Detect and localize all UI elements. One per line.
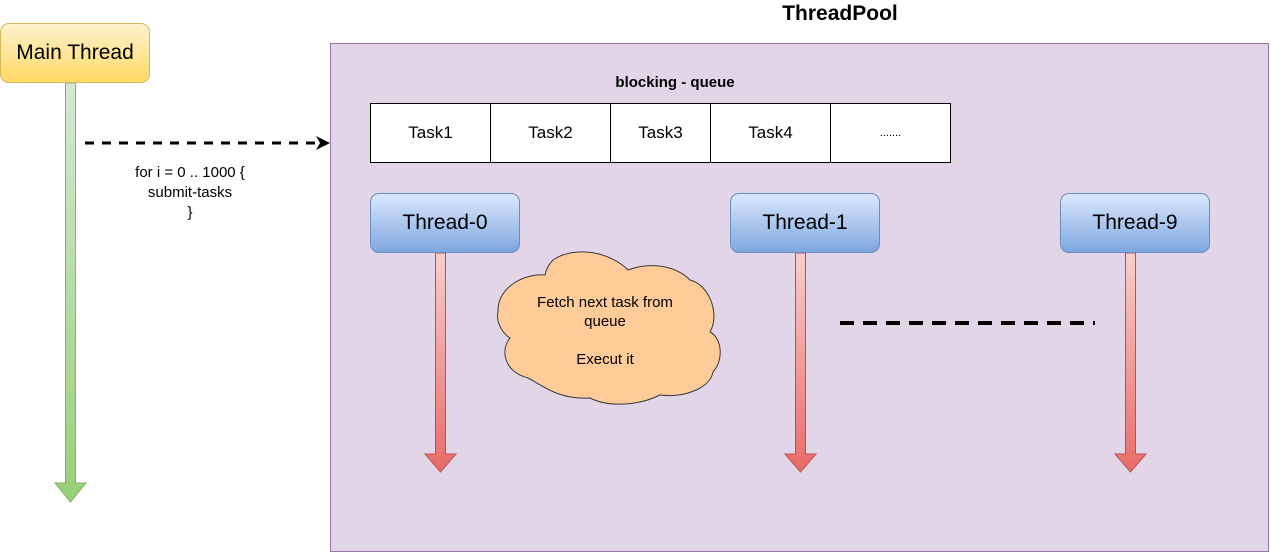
- submit-loop-text: for i = 0 .. 1000 { submit-tasks }: [95, 163, 285, 223]
- main-thread-box: Main Thread: [0, 23, 150, 83]
- code-line: submit-tasks: [147, 184, 233, 201]
- thread-9-box: Thread-9: [1060, 193, 1210, 253]
- queue-cell: Task2: [490, 103, 611, 163]
- code-line: }: [187, 204, 193, 221]
- thread-label: Thread-0: [402, 211, 488, 234]
- cloud-line: Fetch next task from: [537, 294, 673, 311]
- cloud-text: Fetch next task from queue Execut it: [515, 293, 695, 369]
- task-cloud: [497, 251, 721, 405]
- thread-label: Thread-1: [762, 211, 848, 234]
- queue-cell: Task3: [610, 103, 711, 163]
- queue-cell: Task1: [370, 103, 491, 163]
- thread-9-arrow: [1113, 252, 1148, 473]
- cloud-line: queue: [584, 313, 626, 330]
- thread-1-box: Thread-1: [730, 193, 880, 253]
- thread-0-arrow: [423, 252, 458, 473]
- thread-0-box: Thread-0: [370, 193, 520, 253]
- code-line: for i = 0 .. 1000 {: [135, 164, 245, 181]
- blocking-queue: Task1 Task2 Task3 Task4 .......: [370, 103, 951, 163]
- thread-label: Thread-9: [1092, 211, 1178, 234]
- queue-cell: Task4: [710, 103, 831, 163]
- main-thread-label: Main Thread: [16, 41, 134, 64]
- cloud-line: Execut it: [576, 351, 634, 368]
- queue-cell-ellipsis: .......: [830, 103, 951, 163]
- thread-1-arrow: [783, 252, 818, 473]
- main-thread-arrow: [53, 82, 88, 503]
- submit-arrowhead: [316, 136, 330, 150]
- queue-label: blocking - queue: [615, 74, 735, 91]
- thread-pool-title: ThreadPool: [782, 2, 898, 25]
